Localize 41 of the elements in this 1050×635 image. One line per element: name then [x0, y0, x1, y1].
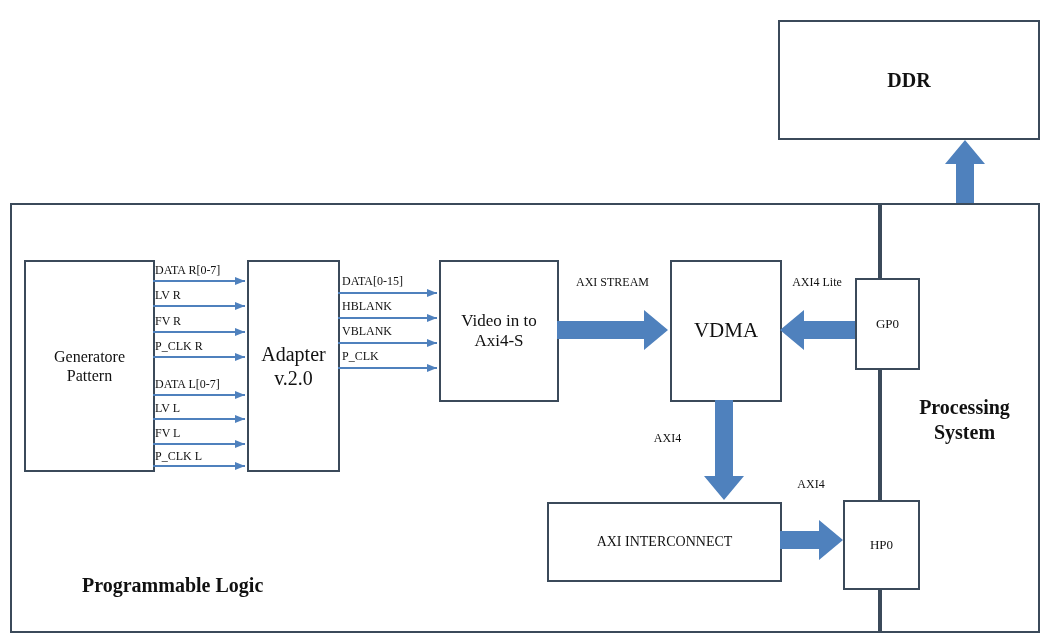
process-box: [247, 260, 340, 472]
box-label: Video in to Axi4-S: [460, 310, 538, 352]
box-label: VDMA: [693, 318, 759, 344]
region-title: Programmable Logic: [82, 573, 265, 598]
box-label: HP0: [869, 537, 894, 553]
process-box: [778, 20, 1040, 140]
arrow: [152, 440, 246, 448]
arrow: [337, 314, 438, 322]
arrow: [152, 328, 246, 336]
edge-label: DATA R[0-7]: [155, 264, 221, 278]
box-label: AXI INTERCONNECT: [596, 533, 733, 551]
edge-label: DATA L[0-7]: [155, 378, 220, 392]
block-arrow: [780, 310, 855, 350]
box-label: Generatore Pattern: [52, 346, 127, 386]
arrow: [152, 462, 246, 470]
box-label: GP0: [875, 316, 900, 332]
arrow: [337, 364, 438, 372]
edge-label: DATA[0-15]: [342, 275, 404, 289]
edge-label: P_CLK: [342, 350, 379, 364]
arrow: [152, 302, 246, 310]
process-box: [24, 260, 155, 472]
process-box: [547, 502, 782, 582]
block-arrow: [945, 140, 985, 203]
process-box: [843, 500, 920, 590]
block-arrow: [557, 310, 668, 350]
process-box: [439, 260, 559, 402]
edge-label: P_CLK L: [155, 450, 202, 464]
edge-label: P_CLK R: [155, 340, 203, 354]
region-title: Processing System: [918, 395, 1011, 445]
arrow: [337, 289, 438, 297]
arrow: [152, 391, 246, 399]
process-box: [855, 278, 920, 370]
box-label: DDR: [887, 68, 931, 92]
arrow: [152, 415, 246, 423]
arrow: [152, 277, 246, 285]
process-box: [670, 260, 782, 402]
block-arrow: [780, 520, 843, 560]
box-label: Adapter v.2.0: [260, 342, 327, 390]
block-arrow: [704, 400, 744, 500]
arrow: [152, 353, 246, 361]
arrow: [337, 339, 438, 347]
